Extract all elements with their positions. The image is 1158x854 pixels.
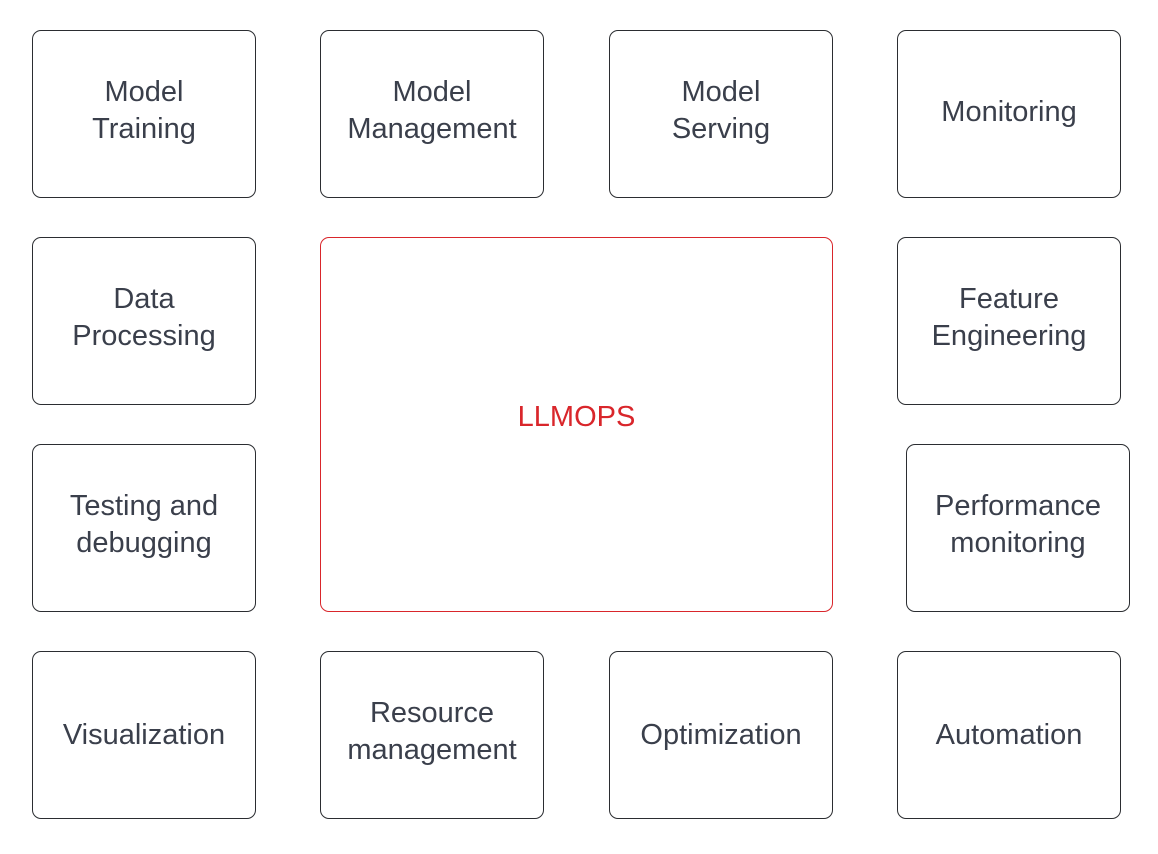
optimization-box: Optimization [609, 651, 833, 819]
model-training-label: Model Training [92, 76, 196, 145]
monitoring-label: Monitoring [941, 95, 1077, 128]
feature-engineering-label: Feature Engineering [931, 283, 1087, 352]
llmops-center-box: LLMOPS [320, 237, 833, 612]
data-processing-label: Data Processing [72, 283, 216, 352]
model-training-box: Model Training [32, 30, 256, 198]
automation-box: Automation [897, 651, 1121, 819]
performance-monitoring-box: Performance monitoring [906, 444, 1130, 612]
model-serving-box: Model Serving [609, 30, 833, 198]
resource-management-label: Resource management [347, 697, 517, 766]
performance-monitoring-label: Performance monitoring [934, 490, 1101, 559]
testing-debugging-label: Testing and debugging [69, 490, 219, 559]
optimization-label: Optimization [640, 718, 802, 751]
testing-debugging-box: Testing and debugging [32, 444, 256, 612]
data-processing-box: Data Processing [32, 237, 256, 405]
llmops-label: LLMOPS [517, 401, 636, 433]
monitoring-box: Monitoring [897, 30, 1121, 198]
model-management-label: Model Management [347, 76, 517, 145]
visualization-label: Visualization [62, 718, 226, 751]
feature-engineering-box: Feature Engineering [897, 237, 1121, 405]
visualization-box: Visualization [32, 651, 256, 819]
automation-label: Automation [935, 718, 1083, 751]
model-serving-label: Model Serving [671, 76, 771, 145]
resource-management-box: Resource management [320, 651, 544, 819]
model-management-box: Model Management [320, 30, 544, 198]
